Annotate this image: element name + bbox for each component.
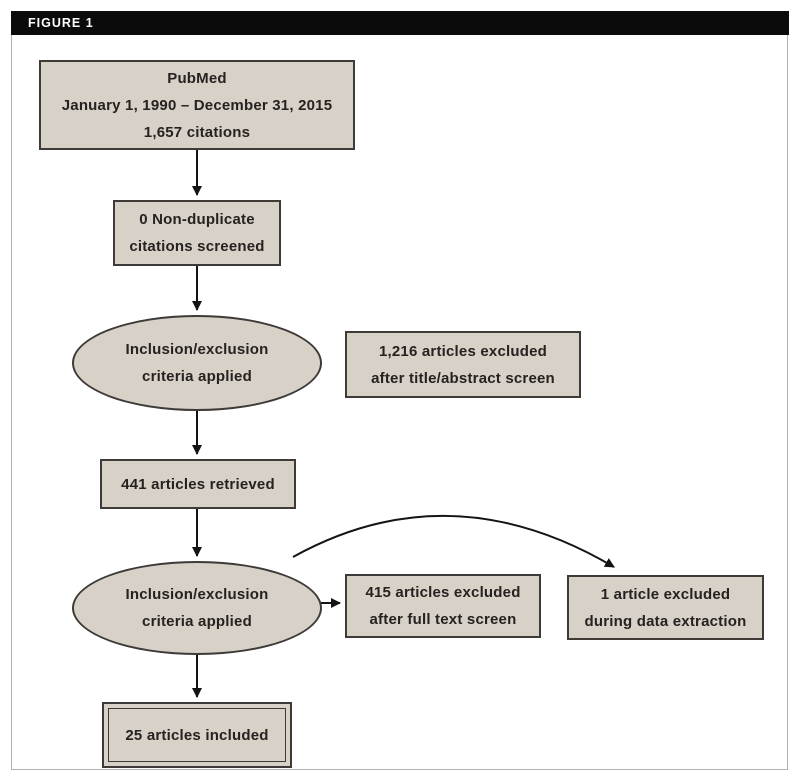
node-excluded-data-extraction: 1 article excluded during data extractio… (567, 575, 764, 640)
figure-header: FIGURE 1 (11, 11, 789, 35)
node-line: 1 article excluded (600, 585, 731, 603)
node-line: 415 articles excluded (365, 584, 521, 601)
node-line: Inclusion/exclusion (125, 341, 269, 358)
node-excluded-title-abstract: 1,216 articles excluded after title/abst… (345, 331, 581, 398)
node-line: during data extraction (584, 612, 747, 630)
node-pubmed: PubMed January 1, 1990 – December 31, 20… (39, 60, 355, 150)
node-line: 1,216 articles excluded (378, 342, 548, 360)
node-articles-included: 25 articles included (102, 702, 292, 768)
node-line: January 1, 1990 – December 31, 2015 (61, 96, 333, 114)
node-criteria-applied-2: Inclusion/exclusion criteria applied (72, 561, 322, 655)
node-articles-retrieved: 441 articles retrieved (100, 459, 296, 509)
figure-title: FIGURE 1 (28, 16, 94, 30)
node-line: 441 articles retrieved (121, 475, 275, 493)
node-line: criteria applied (142, 368, 252, 385)
node-articles-included-inner: 25 articles included (108, 708, 286, 762)
node-line: citations screened (129, 238, 265, 255)
node-line: PubMed (167, 69, 227, 87)
node-line: after title/abstract screen (371, 369, 555, 387)
node-line: criteria applied (142, 613, 252, 630)
node-line: after full text screen (369, 611, 517, 628)
node-excluded-full-text: 415 articles excluded after full text sc… (345, 574, 541, 638)
node-criteria-applied-1: Inclusion/exclusion criteria applied (72, 315, 322, 411)
node-line: 0 Non-duplicate (139, 211, 255, 228)
node-line: 25 articles included (125, 726, 269, 744)
node-line: 1,657 citations (143, 123, 251, 141)
node-line: Inclusion/exclusion (125, 586, 269, 603)
node-nonduplicate-screened: 0 Non-duplicate citations screened (113, 200, 281, 266)
